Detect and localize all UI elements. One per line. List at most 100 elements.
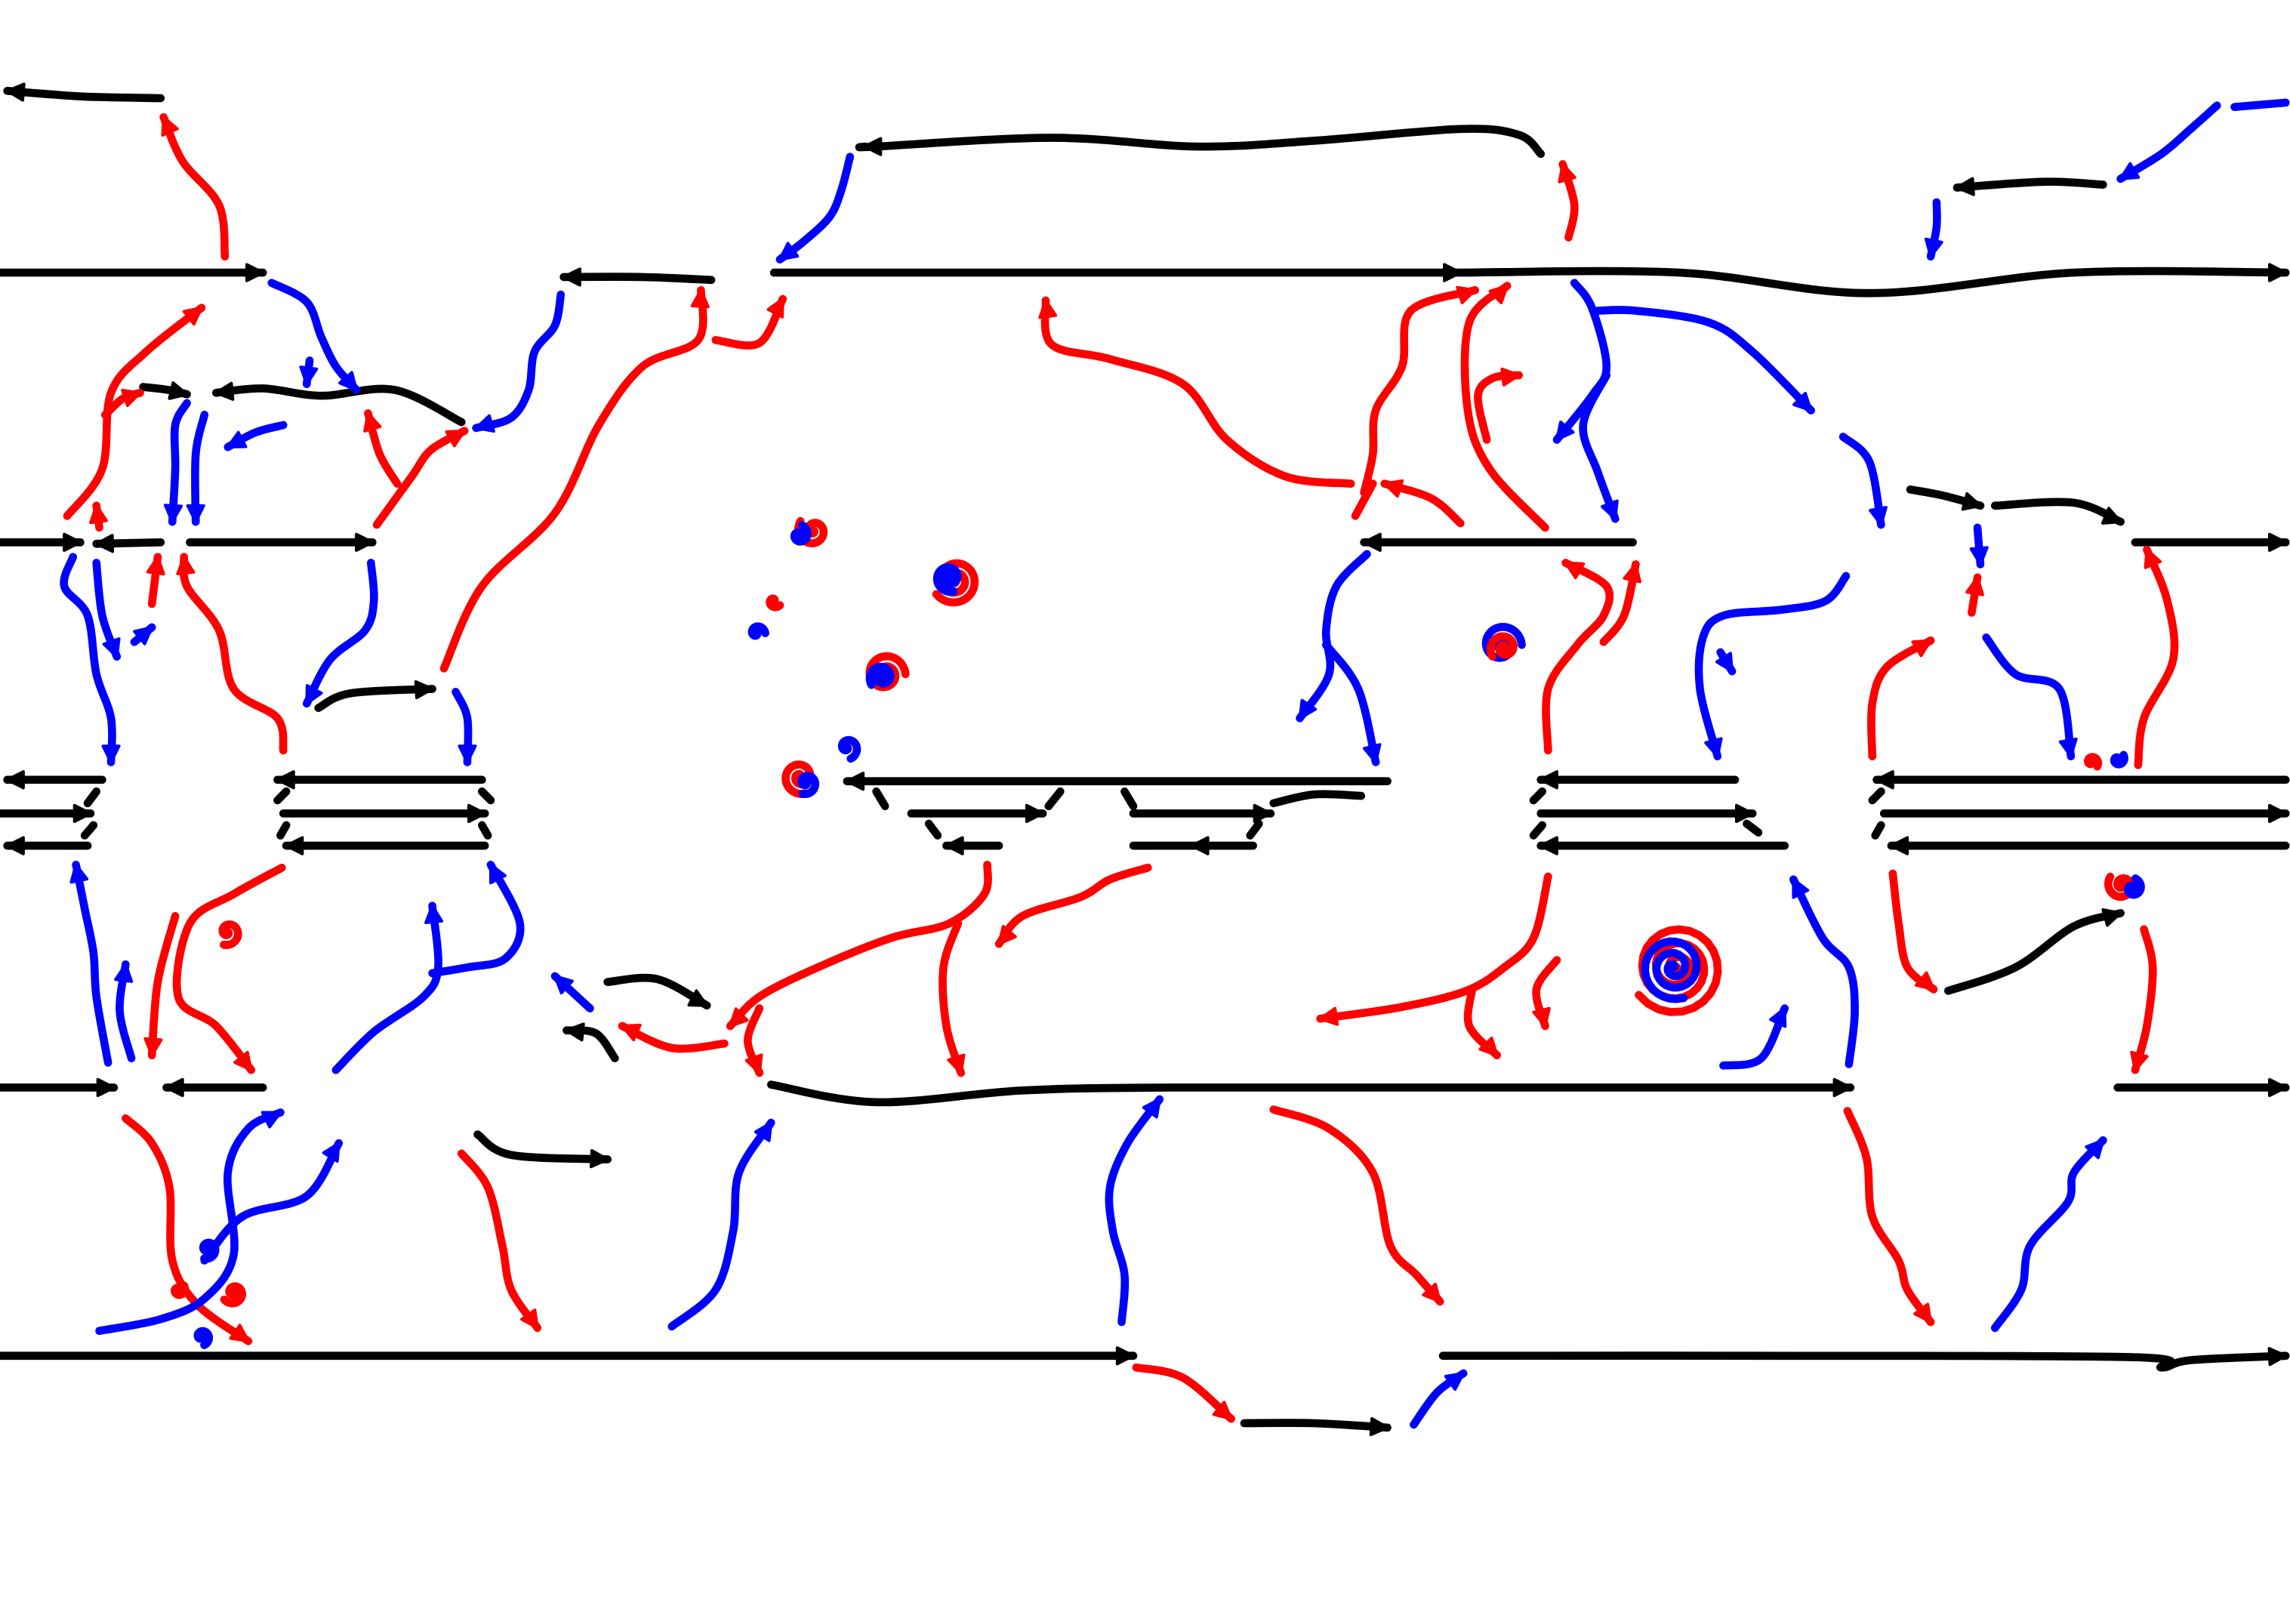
black-flow-line [1269, 790, 1366, 808]
red-flow-line [457, 1149, 542, 1333]
junction-tick [83, 787, 100, 808]
blue-flow-line [1552, 279, 1611, 444]
arrowhead-icon [1362, 743, 1382, 764]
arrowhead-icon [168, 381, 189, 400]
black-flow-line [1944, 909, 2125, 995]
red-flow-line [1360, 286, 1479, 497]
arrowhead-icon [1969, 546, 1989, 566]
black-flow-lines [0, 82, 2290, 1437]
spiral-icon [2110, 750, 2128, 769]
arrowhead-icon [88, 504, 108, 525]
red-flow-line [122, 1114, 253, 1345]
arrowhead-icon [1478, 1036, 1499, 1057]
spiral-icon [797, 772, 820, 799]
arrowhead-icon [2267, 263, 2288, 282]
arrowhead-icon [729, 1007, 749, 1028]
arrowhead-icon [233, 1050, 253, 1072]
red-flow-line [1351, 479, 1377, 520]
junction-tick [276, 821, 291, 840]
arrowhead-icon [229, 1324, 250, 1343]
junction-tick [273, 787, 291, 805]
arrowhead-icon [1869, 506, 1888, 526]
arrowhead-icon [1734, 803, 1755, 824]
junction-tick [1529, 821, 1546, 840]
arrowhead-icon [1555, 421, 1575, 442]
arrowhead-icon [1362, 532, 1382, 552]
arrowhead-icon [133, 625, 154, 646]
arrowhead-icon [5, 836, 25, 855]
blue-flow-line [2116, 101, 2221, 183]
arrowhead-icon [778, 242, 800, 261]
black-flow-line [559, 273, 716, 285]
spiral-icon [1486, 632, 1518, 661]
red-flow-line [1460, 282, 1549, 532]
arrowhead-icon [214, 381, 235, 401]
arrowhead-icon [1298, 698, 1318, 720]
arrowhead-icon [1369, 1416, 1389, 1437]
arrowhead-icon [143, 1037, 163, 1057]
arrowhead-icon [1911, 639, 1933, 658]
blue-flow-line [428, 861, 525, 978]
red-flow-line [938, 919, 966, 1077]
arrowhead-icon [176, 555, 196, 575]
arrowhead-icon [161, 116, 179, 137]
spiral-icon [837, 735, 861, 763]
arrowhead-icon [102, 637, 121, 658]
arrowhead-icon [163, 504, 183, 524]
red-flow-line [1269, 1105, 1444, 1306]
arrowhead-icon [1792, 877, 1810, 899]
arrowhead-icon [562, 267, 581, 287]
spiral-icon [171, 1281, 190, 1299]
blue-flow-line [200, 1139, 344, 1265]
arrowhead-icon [458, 744, 477, 764]
arrowhead-icon [2100, 507, 2122, 525]
spiral-icon [932, 562, 962, 596]
spiral-icon [193, 1327, 214, 1349]
junction-tick [478, 821, 492, 840]
arrowhead-icon [945, 836, 964, 855]
arrowhead-icon [146, 555, 165, 576]
arrowhead-icon [2267, 1347, 2288, 1367]
arrowhead-icon [5, 770, 25, 790]
red-flow-line [179, 553, 288, 755]
arrowhead-icon [1318, 1006, 1339, 1026]
spiral-icon [220, 1282, 246, 1308]
blue-flow-line [472, 290, 566, 433]
red-flow-line [159, 112, 230, 261]
arrowhead-icon [2267, 532, 2288, 552]
arrowhead-icon [2058, 737, 2078, 758]
arrowhead-icon [1443, 263, 1462, 282]
red-flow-line [1867, 636, 1935, 761]
arrowhead-icon [94, 534, 115, 553]
arrowhead-icon [590, 1149, 609, 1169]
red-flow-line [994, 863, 1152, 948]
blue-flow-line [331, 901, 442, 1074]
red-flow-line [172, 863, 286, 1074]
arrowhead-icon [1769, 1006, 1787, 1028]
arrowhead-icon [467, 803, 487, 824]
arrowhead-icon [2085, 1139, 2105, 1160]
arrowhead-icon [1532, 1006, 1551, 1028]
arrowhead-icon [1961, 492, 1982, 511]
arrowhead-icon [1422, 1282, 1442, 1303]
arrowhead-icon [355, 532, 374, 552]
arrowhead-icon [1792, 391, 1813, 412]
blue-flow-line [60, 553, 116, 766]
spiral-icon [2084, 753, 2103, 771]
arrowhead-icon [1875, 770, 1894, 790]
black-flow-line [473, 1130, 612, 1163]
arrowhead-icon [474, 414, 495, 433]
arrowhead-icon [1115, 1346, 1135, 1366]
red-flow-line [726, 861, 992, 1031]
arrowhead-icon [1715, 652, 1734, 673]
arrowhead-icon [245, 263, 265, 282]
blue-flow-line [72, 861, 112, 1067]
red-flow-lines [63, 112, 2179, 1423]
spiral-icon [199, 1238, 220, 1263]
black-flow-line [1953, 177, 2107, 192]
arrowhead-icon [744, 1053, 763, 1074]
arrowhead-icon [305, 684, 323, 705]
junction-tick [478, 787, 495, 805]
arrowhead-icon [1212, 1401, 1233, 1421]
arrowhead-icon [754, 1121, 773, 1142]
